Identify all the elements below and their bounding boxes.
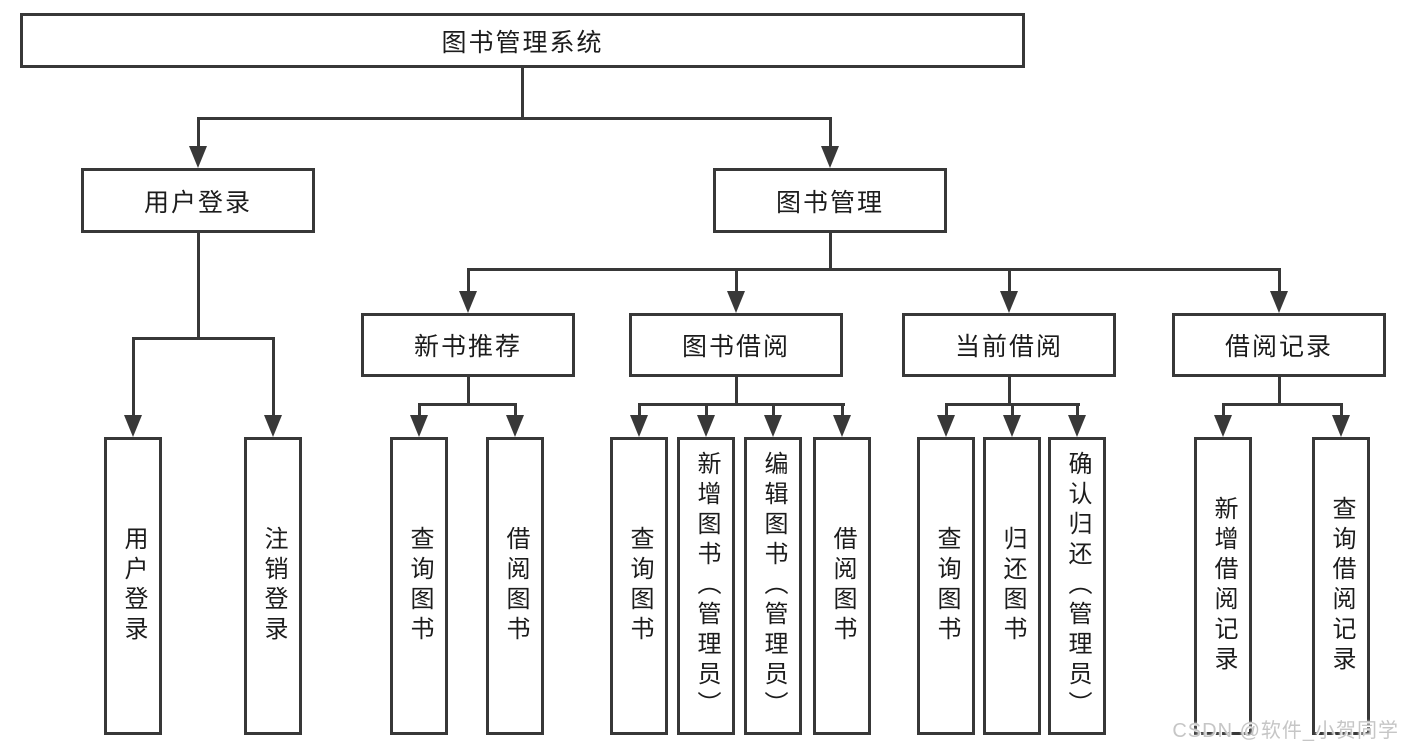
connector-line bbox=[417, 406, 421, 415]
arrow-down-icon bbox=[1214, 415, 1232, 437]
connector-line bbox=[196, 117, 832, 120]
connector-line bbox=[196, 233, 200, 337]
connector-line bbox=[1221, 406, 1225, 415]
node-book-borrowing: 图书借阅 bbox=[629, 313, 843, 377]
node-label: 注销登录 bbox=[260, 526, 287, 646]
arrow-down-icon bbox=[459, 291, 477, 313]
leaf-return-books: 归还图书 bbox=[983, 437, 1041, 735]
connector-line bbox=[466, 268, 1281, 271]
node-user-login: 用户登录 bbox=[81, 168, 315, 233]
node-label: 查询借阅记录 bbox=[1328, 496, 1355, 676]
node-label: 编辑图书（管理员） bbox=[760, 451, 787, 721]
connector-line bbox=[944, 403, 1080, 406]
node-root-label: 图书管理系统 bbox=[441, 28, 604, 57]
connector-line bbox=[944, 406, 948, 415]
arrow-down-icon bbox=[764, 415, 782, 437]
connector-line bbox=[1221, 403, 1343, 406]
leaf-logout: 注销登录 bbox=[244, 437, 302, 735]
connector-line bbox=[1277, 377, 1281, 403]
connector-line bbox=[513, 406, 517, 415]
node-label: 查询图书 bbox=[406, 526, 433, 646]
node-label: 归还图书 bbox=[999, 526, 1026, 646]
arrow-down-icon bbox=[937, 415, 955, 437]
connector-line bbox=[771, 406, 775, 415]
node-label: 查询图书 bbox=[626, 526, 653, 646]
connector-line bbox=[196, 120, 200, 146]
arrow-down-icon bbox=[1000, 291, 1018, 313]
connector-line bbox=[704, 406, 708, 415]
node-current-borrowing: 当前借阅 bbox=[902, 313, 1116, 377]
leaf-query-books-borrowing: 查询图书 bbox=[610, 437, 668, 735]
node-label: 新增借阅记录 bbox=[1210, 496, 1237, 676]
arrow-down-icon bbox=[833, 415, 851, 437]
connector-line bbox=[637, 406, 641, 415]
leaf-edit-books-admin: 编辑图书（管理员） bbox=[744, 437, 802, 735]
leaf-query-borrow-record: 查询借阅记录 bbox=[1312, 437, 1370, 735]
arrow-down-icon bbox=[506, 415, 524, 437]
connector-line bbox=[828, 120, 832, 146]
connector-line bbox=[417, 403, 517, 406]
connector-line bbox=[271, 340, 275, 415]
connector-line bbox=[466, 377, 470, 403]
connector-line bbox=[466, 271, 470, 291]
leaf-query-books-recommend: 查询图书 bbox=[390, 437, 448, 735]
leaf-borrow-books: 借阅图书 bbox=[813, 437, 871, 735]
leaf-add-borrow-record: 新增借阅记录 bbox=[1194, 437, 1252, 735]
arrow-down-icon bbox=[1068, 415, 1086, 437]
arrow-down-icon bbox=[821, 146, 839, 168]
connector-line bbox=[1277, 271, 1281, 291]
connector-line bbox=[131, 340, 135, 415]
connector-line bbox=[840, 406, 844, 415]
leaf-query-books-current: 查询图书 bbox=[917, 437, 975, 735]
arrow-down-icon bbox=[189, 146, 207, 168]
arrow-down-icon bbox=[1270, 291, 1288, 313]
arrow-down-icon bbox=[697, 415, 715, 437]
node-label: 新增图书（管理员） bbox=[693, 451, 720, 721]
arrow-down-icon bbox=[1332, 415, 1350, 437]
connector-line bbox=[1007, 377, 1011, 403]
node-root: 图书管理系统 bbox=[20, 13, 1025, 68]
node-label: 借阅记录 bbox=[1224, 333, 1333, 361]
node-label: 查询图书 bbox=[933, 526, 960, 646]
connector-line bbox=[1339, 406, 1343, 415]
node-label: 确认归还（管理员） bbox=[1064, 451, 1091, 721]
node-label: 借阅图书 bbox=[502, 526, 529, 646]
node-label: 当前借阅 bbox=[954, 333, 1063, 361]
connector-line bbox=[1075, 406, 1079, 415]
leaf-add-books-admin: 新增图书（管理员） bbox=[677, 437, 735, 735]
node-label: 图书管理 bbox=[775, 188, 884, 217]
connector-line bbox=[828, 233, 832, 268]
connector-line bbox=[1007, 271, 1011, 291]
arrow-down-icon bbox=[727, 291, 745, 313]
arrow-down-icon bbox=[264, 415, 282, 437]
node-label: 用户登录 bbox=[143, 188, 252, 217]
arrow-down-icon bbox=[1003, 415, 1021, 437]
node-label: 新书推荐 bbox=[413, 333, 522, 361]
arrow-down-icon bbox=[410, 415, 428, 437]
connector-line bbox=[1010, 406, 1014, 415]
node-new-book-recommend: 新书推荐 bbox=[361, 313, 575, 377]
connector-line bbox=[734, 271, 738, 291]
node-label: 图书借阅 bbox=[681, 333, 790, 361]
connector-line bbox=[131, 337, 275, 340]
node-label: 用户登录 bbox=[120, 526, 147, 646]
connector-line bbox=[637, 403, 845, 406]
node-book-management: 图书管理 bbox=[713, 168, 947, 233]
watermark: CSDN @软件_小贺同学 bbox=[1172, 720, 1399, 742]
leaf-user-login: 用户登录 bbox=[104, 437, 162, 735]
leaf-borrow-books-recommend: 借阅图书 bbox=[486, 437, 544, 735]
leaf-confirm-return-admin: 确认归还（管理员） bbox=[1048, 437, 1106, 735]
arrow-down-icon bbox=[630, 415, 648, 437]
node-label: 借阅图书 bbox=[829, 526, 856, 646]
node-borrowing-records: 借阅记录 bbox=[1172, 313, 1386, 377]
connector-line bbox=[521, 68, 524, 117]
arrow-down-icon bbox=[124, 415, 142, 437]
connector-line bbox=[734, 377, 738, 403]
